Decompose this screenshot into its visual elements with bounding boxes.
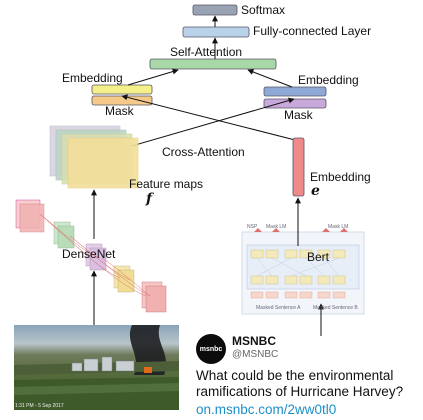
photo-scene bbox=[14, 325, 179, 410]
embedding-right-block bbox=[263, 86, 327, 97]
arrow-features-to-right-mask bbox=[117, 97, 295, 151]
bert-masked-sentence-b: Masked Sentence B bbox=[313, 305, 358, 311]
feature-maps-label: Feature maps bbox=[129, 177, 204, 191]
softmax-label: Softmax bbox=[241, 3, 286, 17]
bert-illustration bbox=[241, 228, 365, 315]
bert-label: Bert bbox=[307, 250, 330, 264]
text-embedding-symbol: e bbox=[311, 183, 320, 199]
bert-mask-lm-label-2: Mask LM bbox=[328, 224, 348, 230]
softmax-block bbox=[192, 4, 238, 16]
cross-attention-label: Cross-Attention bbox=[162, 145, 245, 159]
photo-timestamp: 1:31 PM - 5 Sep 2017 bbox=[15, 403, 64, 409]
densenet-illustration bbox=[15, 199, 167, 313]
self-attention-label: Self-Attention bbox=[170, 45, 243, 59]
tweet-account-name[interactable]: MSNBC bbox=[232, 334, 276, 348]
densenet-label: DenseNet bbox=[62, 247, 116, 261]
msnbc-avatar[interactable]: msnbc bbox=[196, 334, 226, 364]
arrow-text-to-left-mask bbox=[121, 94, 296, 141]
avatar-text: msnbc bbox=[199, 345, 223, 353]
self-attention-block bbox=[149, 58, 277, 70]
bert-mask-lm-label-1: Mask LM bbox=[266, 224, 286, 230]
tweet-card: msnbc MSNBC @MSNBC What could be the env… bbox=[190, 330, 423, 420]
text-embedding-label: Embedding bbox=[310, 170, 371, 184]
mask-right-label: Mask bbox=[284, 108, 313, 122]
fc-layer-label: Fully-connected Layer bbox=[253, 24, 372, 38]
harvey-photo: 1:31 PM - 5 Sep 2017 bbox=[14, 325, 179, 410]
arrow-left-to-sa bbox=[127, 68, 179, 86]
embedding-left-label: Embedding bbox=[62, 71, 123, 85]
tweet-link[interactable]: on.msnbc.com/2ww0tl0 bbox=[196, 402, 337, 417]
bert-nsp-label: NSP bbox=[247, 224, 258, 230]
text-embedding-bar bbox=[292, 137, 305, 197]
arrow-right-to-sa bbox=[247, 69, 293, 88]
feature-maps-symbol: f bbox=[146, 191, 153, 207]
mask-left-label: Mask bbox=[105, 104, 134, 118]
embedding-left-block bbox=[91, 84, 153, 95]
tweet-text: What could be the environmental ramifica… bbox=[196, 368, 404, 399]
tweet-handle[interactable]: @MSNBC bbox=[232, 349, 279, 360]
feature-maps-stack bbox=[49, 125, 139, 189]
embedding-right-label: Embedding bbox=[298, 73, 359, 87]
bert-masked-sentence-a: Masked Sentence A bbox=[256, 305, 301, 311]
mask-right-block bbox=[263, 98, 327, 109]
fc-layer-block bbox=[182, 26, 250, 38]
